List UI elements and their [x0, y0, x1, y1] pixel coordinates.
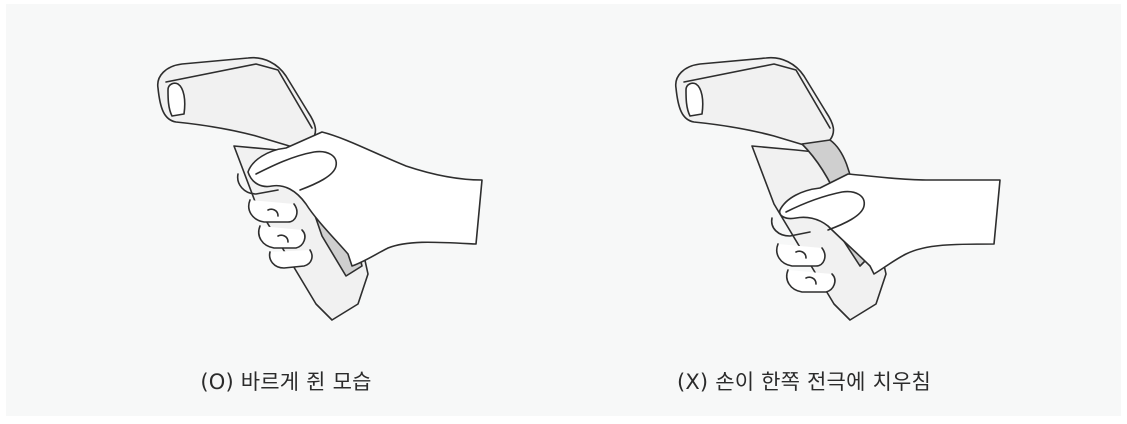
correct-grip-caption: (O) 바르게 쥔 모습 — [16, 366, 556, 396]
correct-grip-illustration-icon — [16, 4, 556, 344]
incorrect-grip-illustration-icon — [534, 4, 1074, 344]
incorrect-grip-figure: (X) 손이 한쪽 전극에 치우침 — [534, 4, 1074, 416]
correct-grip-figure: (O) 바르게 쥔 모습 — [16, 4, 556, 416]
incorrect-grip-caption: (X) 손이 한쪽 전극에 치우침 — [534, 366, 1074, 396]
grip-comparison-panel: (O) 바르게 쥔 모습 — [6, 4, 1121, 416]
